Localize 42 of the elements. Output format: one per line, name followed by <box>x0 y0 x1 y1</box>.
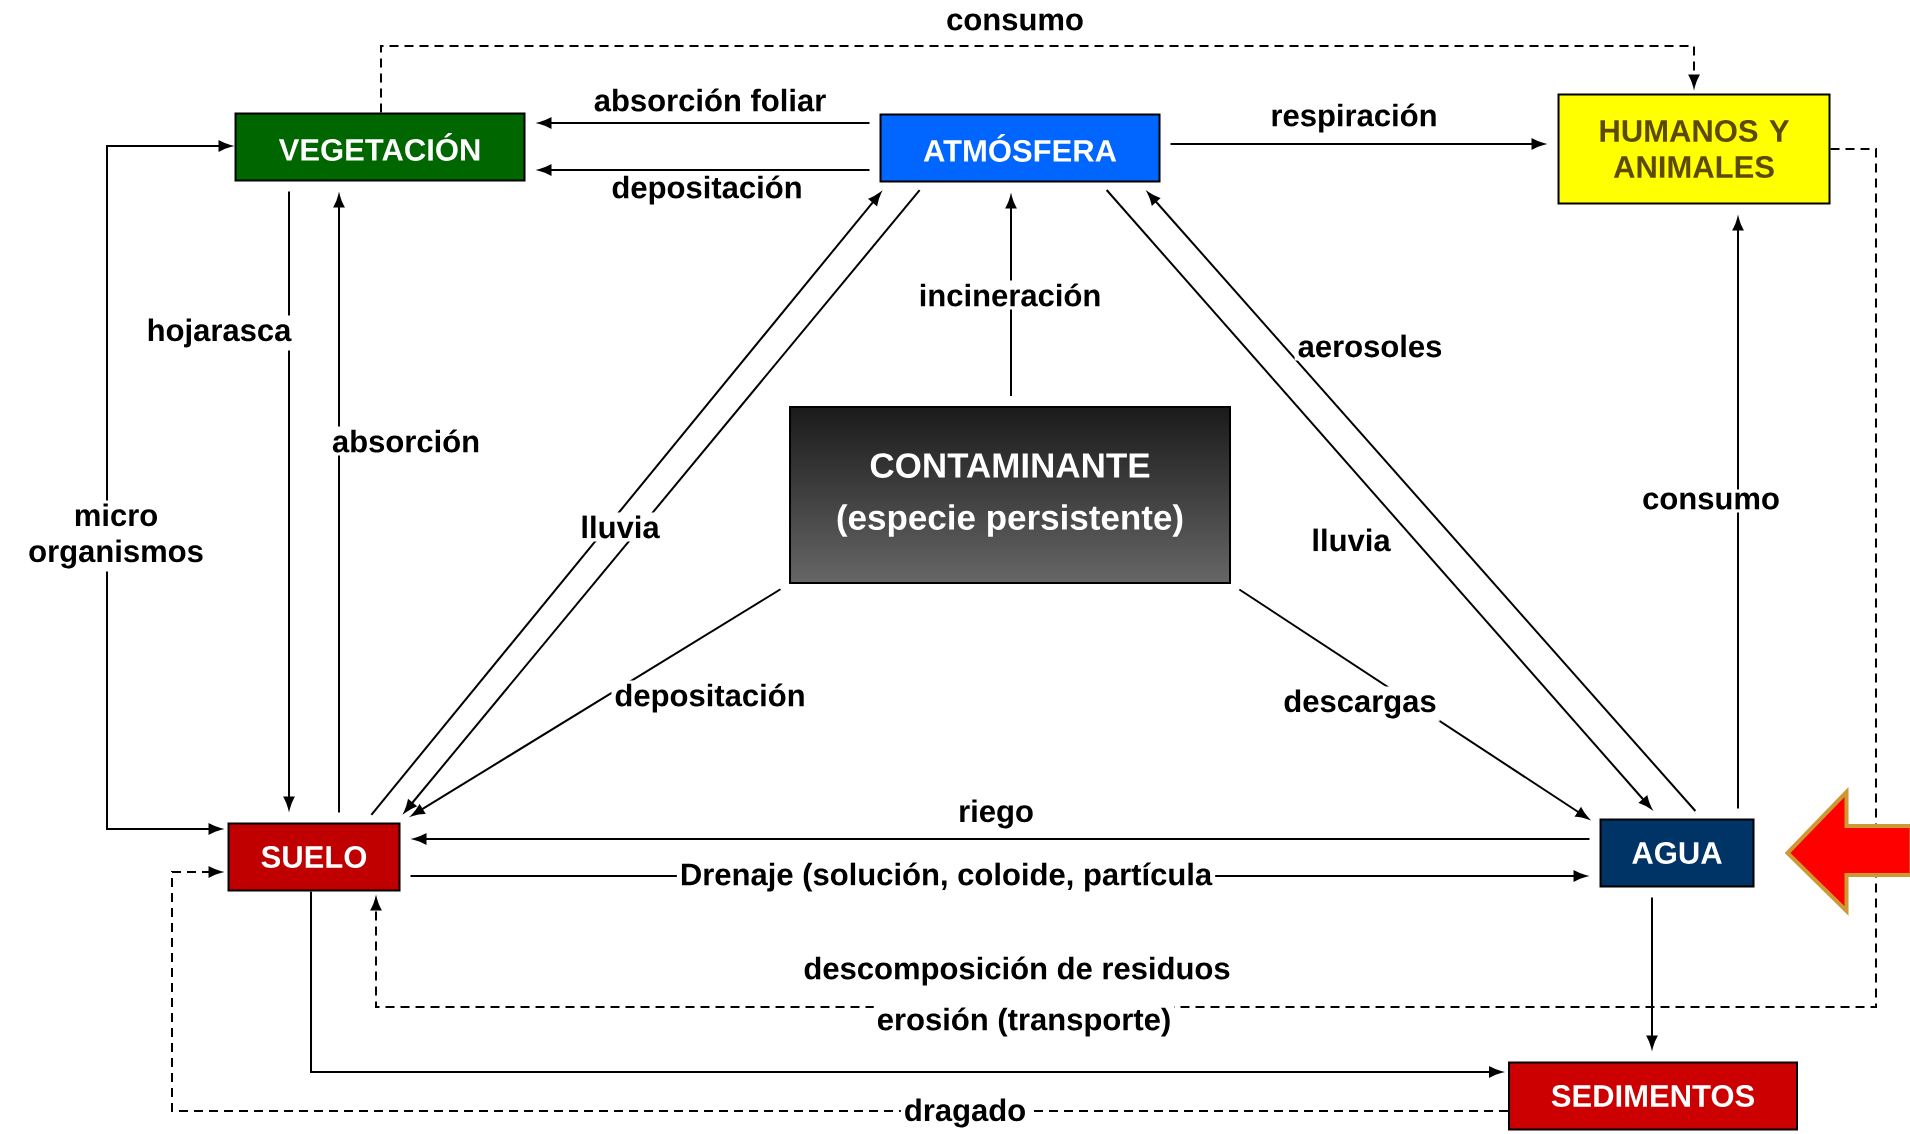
edge-label: hojarasca <box>143 315 295 351</box>
arrow <box>1732 217 1744 810</box>
edge-label: absorción foliar <box>590 85 830 115</box>
pollutant-box: CONTAMINANTE (especie persistente) <box>789 406 1231 584</box>
edge-label: depositación <box>611 680 809 716</box>
edge-label: descomposición de residuos <box>800 953 1234 989</box>
arrow <box>333 194 345 814</box>
edge-label: dragado <box>900 1095 1030 1131</box>
edge-label: Drenaje (solución, coloide, partícula <box>676 859 1216 895</box>
edge-label: incineración <box>915 280 1105 310</box>
arrow <box>106 140 232 835</box>
arrow <box>283 190 295 810</box>
edge-label: absorción <box>328 426 484 456</box>
edge-label: aerosoles <box>1294 331 1446 361</box>
edge-label: erosión (transporte) <box>873 1004 1175 1040</box>
edge-label: consumo <box>943 10 1087 34</box>
edge-label: riego <box>955 796 1037 832</box>
edge-label: respiración <box>1267 100 1441 136</box>
compartment-box: ATMÓSFERA <box>879 113 1161 183</box>
compartment-box: AGUA <box>1599 818 1755 888</box>
arrow <box>1005 195 1017 397</box>
arrow <box>411 588 782 817</box>
dashed-arrow <box>171 866 1509 1112</box>
dashed-arrow <box>380 45 1700 114</box>
arrow <box>538 164 871 176</box>
compartment-box: SEDIMENTOS <box>1508 1061 1798 1131</box>
edge-label: descargas <box>1280 686 1440 722</box>
arrow <box>1105 189 1652 809</box>
arrow <box>1147 192 1697 812</box>
arrow <box>1169 138 1545 150</box>
arrow <box>413 833 1591 845</box>
edge-label: depositación <box>608 172 806 208</box>
edge-label: lluvia <box>577 512 663 542</box>
compartment-box: VEGETACIÓN <box>234 112 526 182</box>
edge-label: lluvia <box>1308 525 1394 555</box>
arrow <box>1646 896 1658 1049</box>
edge-label: micro organismos <box>18 500 214 572</box>
compartment-box: HUMANOS Y ANIMALES <box>1557 93 1831 205</box>
arrow <box>310 890 1502 1078</box>
edge-label: consumo <box>1639 489 1783 513</box>
compartment-box: SUELO <box>227 822 401 892</box>
arrow <box>538 117 871 129</box>
